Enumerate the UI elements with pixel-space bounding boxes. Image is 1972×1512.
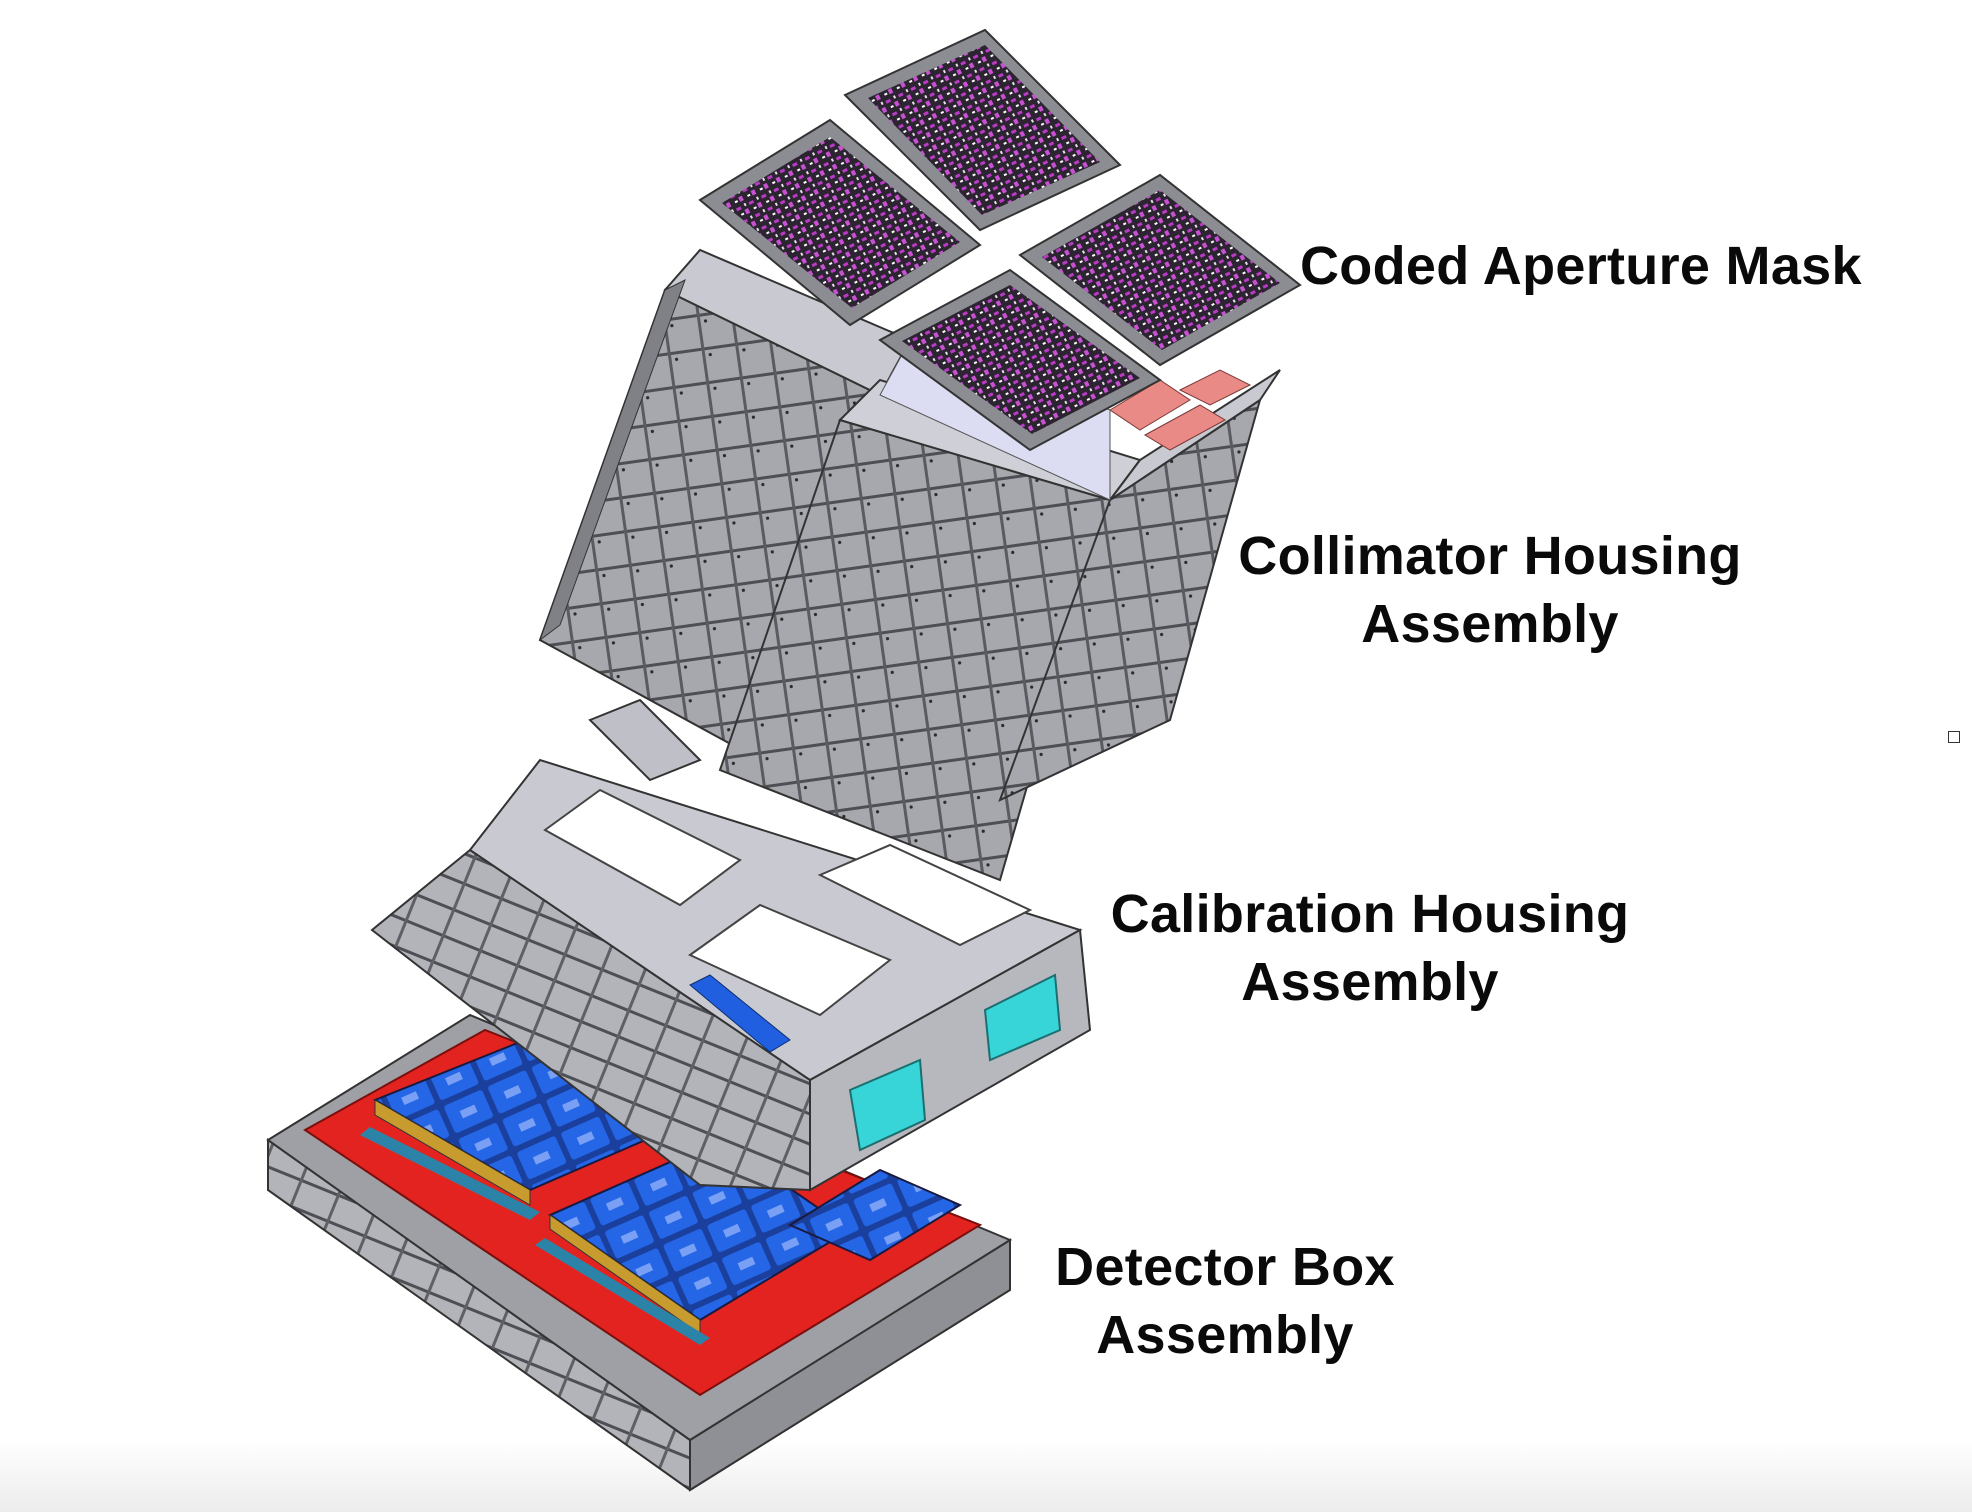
collimator-coral-panel-3 [1178,369,1252,406]
collimator-box-left-side [538,278,686,642]
calibration-support-block [588,698,702,782]
detector-module-array-right [787,1168,963,1262]
collimator-label-line2: Assembly [1361,594,1619,654]
detector-box-assembly [266,1013,1013,1492]
calibration-window-center [688,903,892,1017]
coded-aperture-mask [698,28,1302,452]
detector-box-label: Detector Box Assembly [1040,1233,1410,1369]
calibration-source-right [983,973,1062,1062]
collimator-housing-label: Collimator Housing Assembly [1230,522,1750,658]
mask-panel-front-inner [902,285,1140,434]
calibration-window-left [543,788,742,907]
calibration-label-line1: Calibration Housing [1110,884,1630,944]
detector-module-array-left-side [374,1099,531,1206]
mask-panel-back-inner [868,45,1100,215]
detector-teal-strip [360,1127,540,1220]
calibration-blue-strip [689,974,791,1053]
collimator-label-line1: Collimator Housing [1238,526,1742,586]
mask-panel-left-inner [722,137,960,308]
detector-label-line2: Assembly [1096,1305,1354,1365]
bottom-shadow [0,1440,1972,1512]
selection-handle[interactable] [1948,731,1960,743]
mask-panel-right-inner [1042,190,1280,350]
detector-teal-strip-2 [535,1238,710,1345]
calibration-window-right [817,843,1033,947]
detector-label-line1: Detector Box [1055,1237,1395,1297]
collimator-coral-panel-2 [1143,404,1227,451]
calibration-housing-label: Calibration Housing Assembly [1100,880,1640,1016]
mask-label-text: Coded Aperture Mask [1300,236,1862,296]
calibration-housing-assembly [370,698,1092,1192]
calibration-source-left [848,1058,927,1152]
calibration-label-line2: Assembly [1241,952,1499,1012]
coded-aperture-mask-label: Coded Aperture Mask [1300,232,1862,300]
